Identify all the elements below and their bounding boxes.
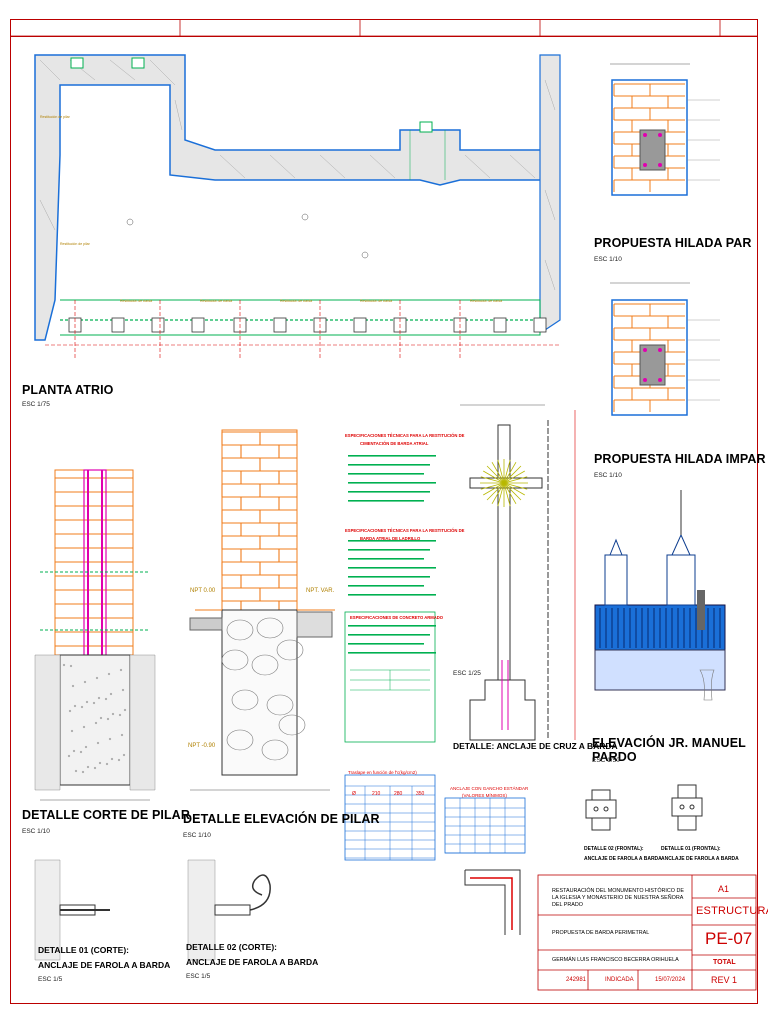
spec-heading-1b: CIMENTACIÓN DE BARDA ATRIAL [360,441,429,446]
det02-corte-scale: ESC 1/5 [186,973,211,980]
hilada-impar-title: PROPUESTA HILADA IMPAR [594,452,766,466]
title-block-frame [537,874,757,991]
tb-status: TOTAL [713,959,736,966]
det01-frontal-subtitle: ANCLAJE DE FAROLA A BARDA [661,856,739,862]
tb-sheet-number: PE-07 [705,929,753,948]
traslape-col-header: Ø [352,791,356,797]
elevacion-pilar-title: DETALLE ELEVACIÓN DE PILAR [183,812,380,826]
anclaje-cruz-scale: ESC 1/25 [453,670,481,677]
spec-heading-2b: BARDA ATRIAL DE LADRILLO [360,536,421,541]
elevacion-pilar-drawing [189,429,335,791]
corte-pilar-scale: ESC 1/10 [22,828,50,835]
tb-content: PROPUESTA DE BARDA PERIMETRAL [552,930,650,936]
tables-block [344,774,526,935]
elevacion-pardo-title: ELEVACIÓN JR. MANUEL PARDO [592,736,746,764]
svg-text:Restitución de barda: Restitución de barda [200,299,232,303]
level-npt-var: NPT. VAR. [306,588,335,594]
sheet-border [10,19,758,1004]
svg-text:Restitución de barda: Restitución de barda [360,299,392,303]
anclaje-table-subtitle: (VALORES MÍNIMOS) [462,793,507,798]
sheet-inner-frame [10,36,758,1005]
det02-frontal-title: DETALLE 02 (FRONTAL): [584,846,644,852]
spec-heading-1: ESPECIFICACIONES TÉCNICAS PARA LA RESTIT… [345,433,465,438]
hilada-impar-drawing [610,282,720,416]
det01-corte-subtitle: ANCLAJE DE FAROLA A BARDA [38,960,171,970]
elevacion-pilar-scale: ESC 1/10 [183,832,211,839]
tb-code: 242981 [566,977,587,983]
planta-atrio-scale: ESC 1/75 [22,401,50,408]
tb-date: 15/07/2024 [655,977,686,983]
det02-frontal-subtitle: ANCLAJE DE FAROLA A BARDA [584,856,662,862]
svg-text:Restitución de pilar: Restitución de pilar [60,242,91,246]
traslape-col-header: 350 [416,791,425,797]
planta-atrio-title: PLANTA ATRIO [22,383,114,397]
det02-corte-title: DETALLE 02 (CORTE): [186,942,277,952]
tb-specialty: ESTRUCTURAS [696,905,768,917]
especificaciones-block [344,455,436,743]
spec-heading-3: ESPECIFICACIONES DE CONCRETO ARMADO [350,615,444,620]
tb-sheet-size: A1 [718,884,730,894]
det01-frontal-title: DETALLE 01 (FRONTAL): [661,846,721,852]
farola-details [34,784,703,961]
tb-project: RESTAURACIÓN DEL MONUMENTO HISTÓRICO DE … [552,888,684,908]
det01-corte-title: DETALLE 01 (CORTE): [38,945,129,955]
anclaje-cruz-drawing [460,404,576,741]
hilada-par-scale: ESC 1/10 [594,256,622,263]
hilada-par-title: PROPUESTA HILADA PAR [594,236,752,250]
svg-text:Restitución de barda: Restitución de barda [280,299,312,303]
anclaje-table-title: ANCLAJE CON GANCHO ESTÁNDAR [450,786,529,791]
hilada-impar-scale: ESC 1/10 [594,472,622,479]
det01-corte-scale: ESC 1/5 [38,976,63,983]
tb-author: GERMÁN LUIS FRANCISCO BECERRA ORIHUELA [552,957,679,963]
svg-text:Restitución de barda: Restitución de barda [470,299,502,303]
tb-scale: INDICADA [605,977,634,983]
anclaje-cruz-title: DETALLE: ANCLAJE DE CRUZ A BARDA [453,741,618,751]
corte-pilar-title: DETALLE CORTE DE PILAR [22,808,190,822]
traslape-table-title: Traslape en función de f'c(kg/cm2) [348,770,417,775]
elevacion-pardo-scale: ESC 1/50 [592,757,620,764]
traslape-col-header: 280 [394,791,403,797]
traslape-col-header: 210 [372,791,381,797]
spec-heading-2: ESPECIFICACIONES TÉCNICAS PARA LA RESTIT… [345,528,465,533]
svg-text:Restitución de pilar: Restitución de pilar [40,115,71,119]
sheet-ruler [10,19,758,37]
svg-text:Restitución de barda: Restitución de barda [120,299,152,303]
tb-revision: REV 1 [711,975,738,985]
det02-corte-subtitle: ANCLAJE DE FAROLA A BARDA [186,957,319,967]
hilada-par-drawing [610,63,720,196]
elevacion-pardo-drawing [594,490,726,701]
level-npt-bottom: NPT -0.90 [188,743,216,749]
corte-pilar-drawing [34,469,156,801]
level-npt-000: NPT 0.00 [190,588,216,594]
